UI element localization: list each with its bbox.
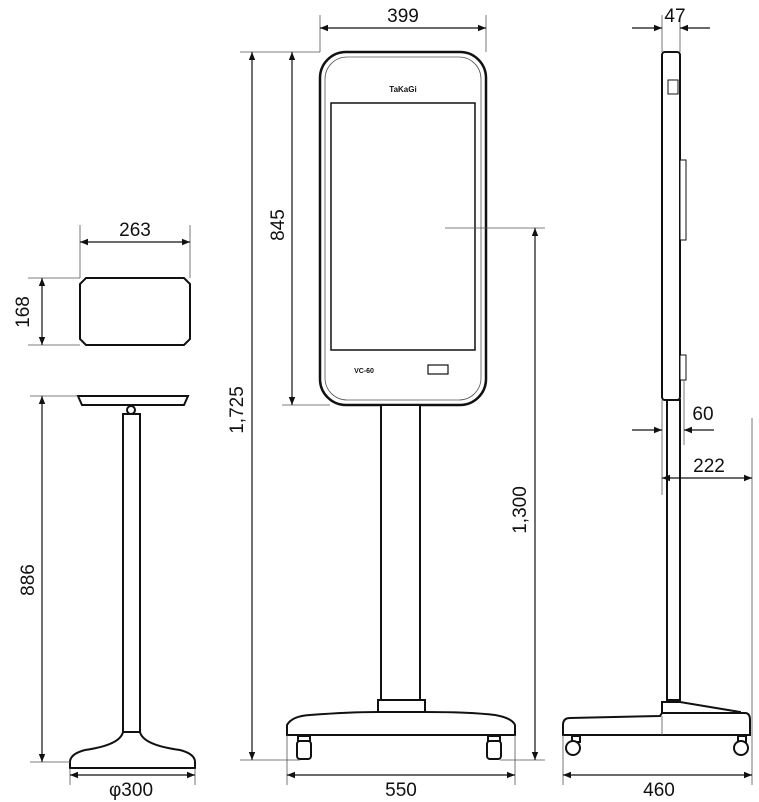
model-label: VC-60: [354, 368, 374, 375]
tray-width-label: 263: [119, 220, 151, 241]
total-height-label: 1,725: [227, 386, 248, 434]
stand-height-label: 886: [18, 564, 39, 596]
brand-logo: TaKaGi: [389, 85, 416, 94]
stand-side-view: [30, 395, 196, 785]
front-view: [240, 15, 545, 785]
stand-base-diameter-label: φ300: [109, 780, 153, 801]
caster-left: [565, 735, 581, 756]
side-base-depth-label: 460: [643, 780, 675, 801]
side-view: [562, 15, 753, 785]
base-width-label: 550: [385, 780, 417, 801]
caster-left: [296, 735, 312, 760]
caster-right: [486, 735, 502, 760]
front-width-label: 399: [387, 6, 419, 27]
caster-right: [733, 735, 749, 756]
center-height-label: 1,300: [510, 486, 531, 534]
pole-depth-label: 60: [692, 404, 713, 425]
tray-depth-label: 168: [13, 296, 34, 328]
side-depth-label: 47: [664, 6, 685, 27]
panel-height-label: 845: [268, 209, 289, 241]
tray-top-view: [28, 225, 191, 346]
side-offset-label: 222: [693, 456, 725, 477]
